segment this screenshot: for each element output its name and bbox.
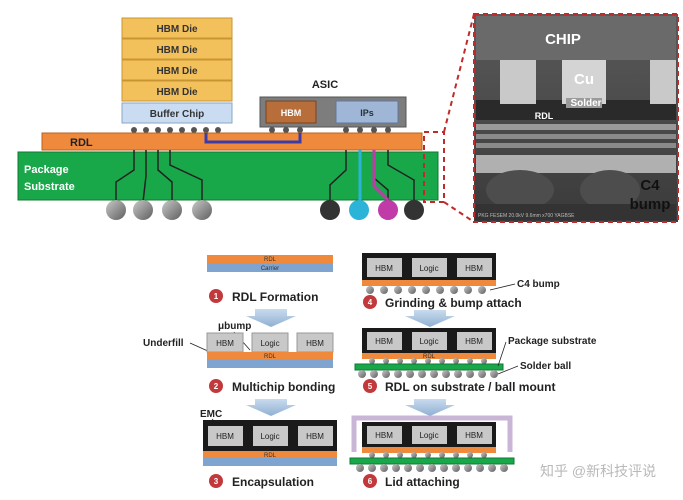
step-2: μbump Underfill HBM Logic HBM RDL 2 Mult… [143,321,335,394]
callout-c4-bump: C4 bump [517,279,560,290]
down-arrow [405,399,455,416]
callout-underfill: Underfill [143,338,184,349]
chip-logic-label: Logic [419,264,438,273]
step-badge [363,295,377,309]
callout-package-substrate: Package substrate [508,336,597,347]
chip-hbm-label: HBM [375,264,393,273]
hbm-die-stack: HBM Die HBM Die HBM Die HBM Die [121,17,233,102]
asic-ips-block [335,100,399,124]
down-arrow [405,310,455,327]
chip-hbm-label: HBM [306,432,324,441]
step-badge [209,379,223,393]
hbm-die-label: HBM Die [156,45,198,56]
step-badge [209,289,223,303]
step-1: RDL Carrier 1 RDL Formation [207,255,333,304]
step1-carrier-text: Carrier [261,266,279,272]
step-title: Lid attaching [385,475,460,489]
step-title: Multichip bonding [232,380,335,394]
chip-hbm-label: HBM [465,264,483,273]
step-badge [209,474,223,488]
callout-solder-ball: Solder ball [520,361,571,372]
chip-logic-label: Logic [260,432,279,441]
step-badge [363,474,377,488]
step-5: HBM Logic HBM RDL Package substrate Sold… [354,328,597,394]
step-number: 3 [214,477,219,486]
hbm-die-label: HBM Die [156,24,198,35]
chip-hbm-label: HBM [465,337,483,346]
step-3: EMC HBM Logic HBM RDL 3 Encapsulation [200,409,337,489]
c4-bump-row [369,452,487,458]
rdl-label: RDL [70,137,93,149]
step-number: 4 [368,298,373,307]
zoom-callout [423,13,475,223]
solder-balls [106,200,424,220]
step-title: RDL on substrate / ball mount [385,380,555,394]
watermark: 知乎 @新科技评说 [540,463,656,479]
c4-bump-row [369,358,487,364]
top-cross-section: HBM Die HBM Die HBM Die HBM Die Buffer C… [17,13,475,223]
down-arrow [246,399,296,416]
solder-ball-row [356,464,508,472]
chip-logic-label: Logic [419,337,438,346]
sem-footer: PKG FESEM 20.0kV 9.6mm x700 YAGBSE [478,213,575,219]
sem-image: CHIP Cu Solder RDL C4 bump PKG FESEM 20.… [473,13,679,223]
chip-hbm-label: HBM [216,432,234,441]
asic-hbm-block [265,100,317,124]
buffer-chip [121,102,233,124]
step-title: RDL Formation [232,290,318,304]
step-number: 1 [214,292,219,301]
callout-emc: EMC [200,409,222,420]
sem-rdl-label: RDL [535,111,554,121]
callout-ubump: μbump [218,321,251,332]
lid [351,415,513,452]
sem-solder-label: Solder [570,98,601,109]
chip-logic-label: Logic [260,339,279,348]
chip-logic-label: Logic [419,431,438,440]
down-arrow [246,309,296,327]
hbm-die-label: HBM Die [156,87,198,98]
asic-ips-label: IPs [360,108,374,118]
sem-cu-label: Cu [574,71,594,88]
buffer-chip-label: Buffer Chip [150,109,204,120]
substrate-label: Substrate [24,181,75,193]
rdl-text: RDL [423,354,436,360]
die-to-die-link [204,133,302,144]
step-number: 5 [368,382,373,391]
chip-hbm-label: HBM [216,339,234,348]
sem-c4-label: C4 [640,177,660,194]
package-substrate [17,151,439,201]
sem-bump-label: bump [630,196,671,213]
step-4: HBM Logic HBM C4 bump 4 Grinding & bump … [362,253,560,310]
sem-chip-label: CHIP [545,31,581,48]
chip-hbm-label: HBM [306,339,324,348]
signal-trace-magenta [372,150,390,202]
rdl-text: RDL [264,354,277,360]
step-number: 2 [214,382,219,391]
step-title: Grinding & bump attach [385,296,522,310]
package-label: Package [24,164,69,176]
step1-rdl-text: RDL [264,257,277,263]
step-6: HBM Logic HBM 6 Lid attaching [349,415,515,489]
step-number: 6 [368,477,373,486]
hbm-die-label: HBM Die [156,66,198,77]
asic-hbm-label: HBM [281,108,302,118]
chip-hbm-label: HBM [465,431,483,440]
asic-label: ASIC [312,79,338,91]
chip-hbm-label: HBM [375,337,393,346]
rdl-text: RDL [264,453,277,459]
step-badge [363,379,377,393]
solder-ball-row [358,370,498,378]
chip-hbm-label: HBM [375,431,393,440]
step-title: Encapsulation [232,475,314,489]
micro-bumps [131,127,391,133]
c4-bump-row [366,286,486,294]
